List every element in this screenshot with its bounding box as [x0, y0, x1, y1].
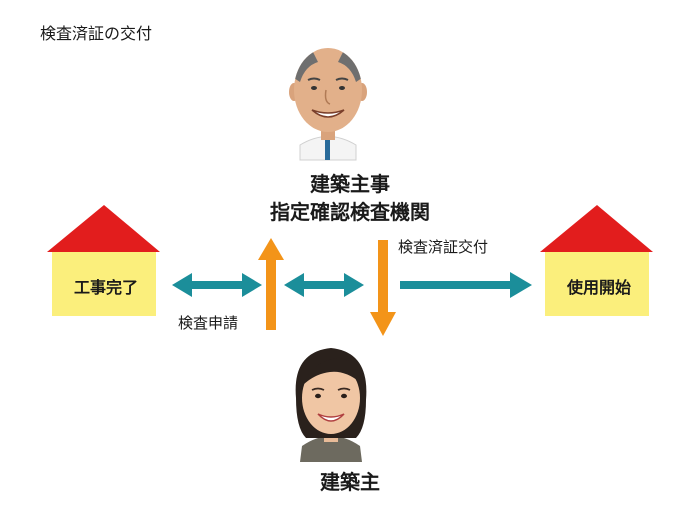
man-face-icon — [289, 48, 367, 161]
double-arrow-middle — [284, 273, 364, 297]
issue-label: 検査済証交付 — [398, 238, 489, 256]
page-title: 検査済証の交付 — [40, 24, 153, 43]
house-right-roof — [540, 205, 653, 252]
official-label: 建築主事 指定確認検査機関 — [200, 170, 500, 226]
owner-label: 建築主 — [320, 470, 380, 494]
house-left-roof — [47, 205, 160, 252]
house-right-label: 使用開始 — [566, 278, 631, 297]
arrow-right — [400, 272, 532, 298]
woman-face-icon — [295, 348, 367, 462]
official-label-line1: 建築主事 — [310, 172, 390, 196]
arrow-up-apply — [258, 238, 284, 330]
house-left-label: 工事完了 — [73, 278, 138, 297]
apply-label: 検査申請 — [178, 314, 239, 332]
arrow-down-issue — [370, 240, 396, 336]
double-arrow-left — [172, 273, 262, 297]
house-right — [540, 205, 653, 316]
official-label-line2: 指定確認検査機関 — [270, 200, 430, 224]
house-left-wall — [52, 252, 156, 316]
house-right-wall — [545, 252, 649, 316]
house-left — [47, 205, 160, 316]
